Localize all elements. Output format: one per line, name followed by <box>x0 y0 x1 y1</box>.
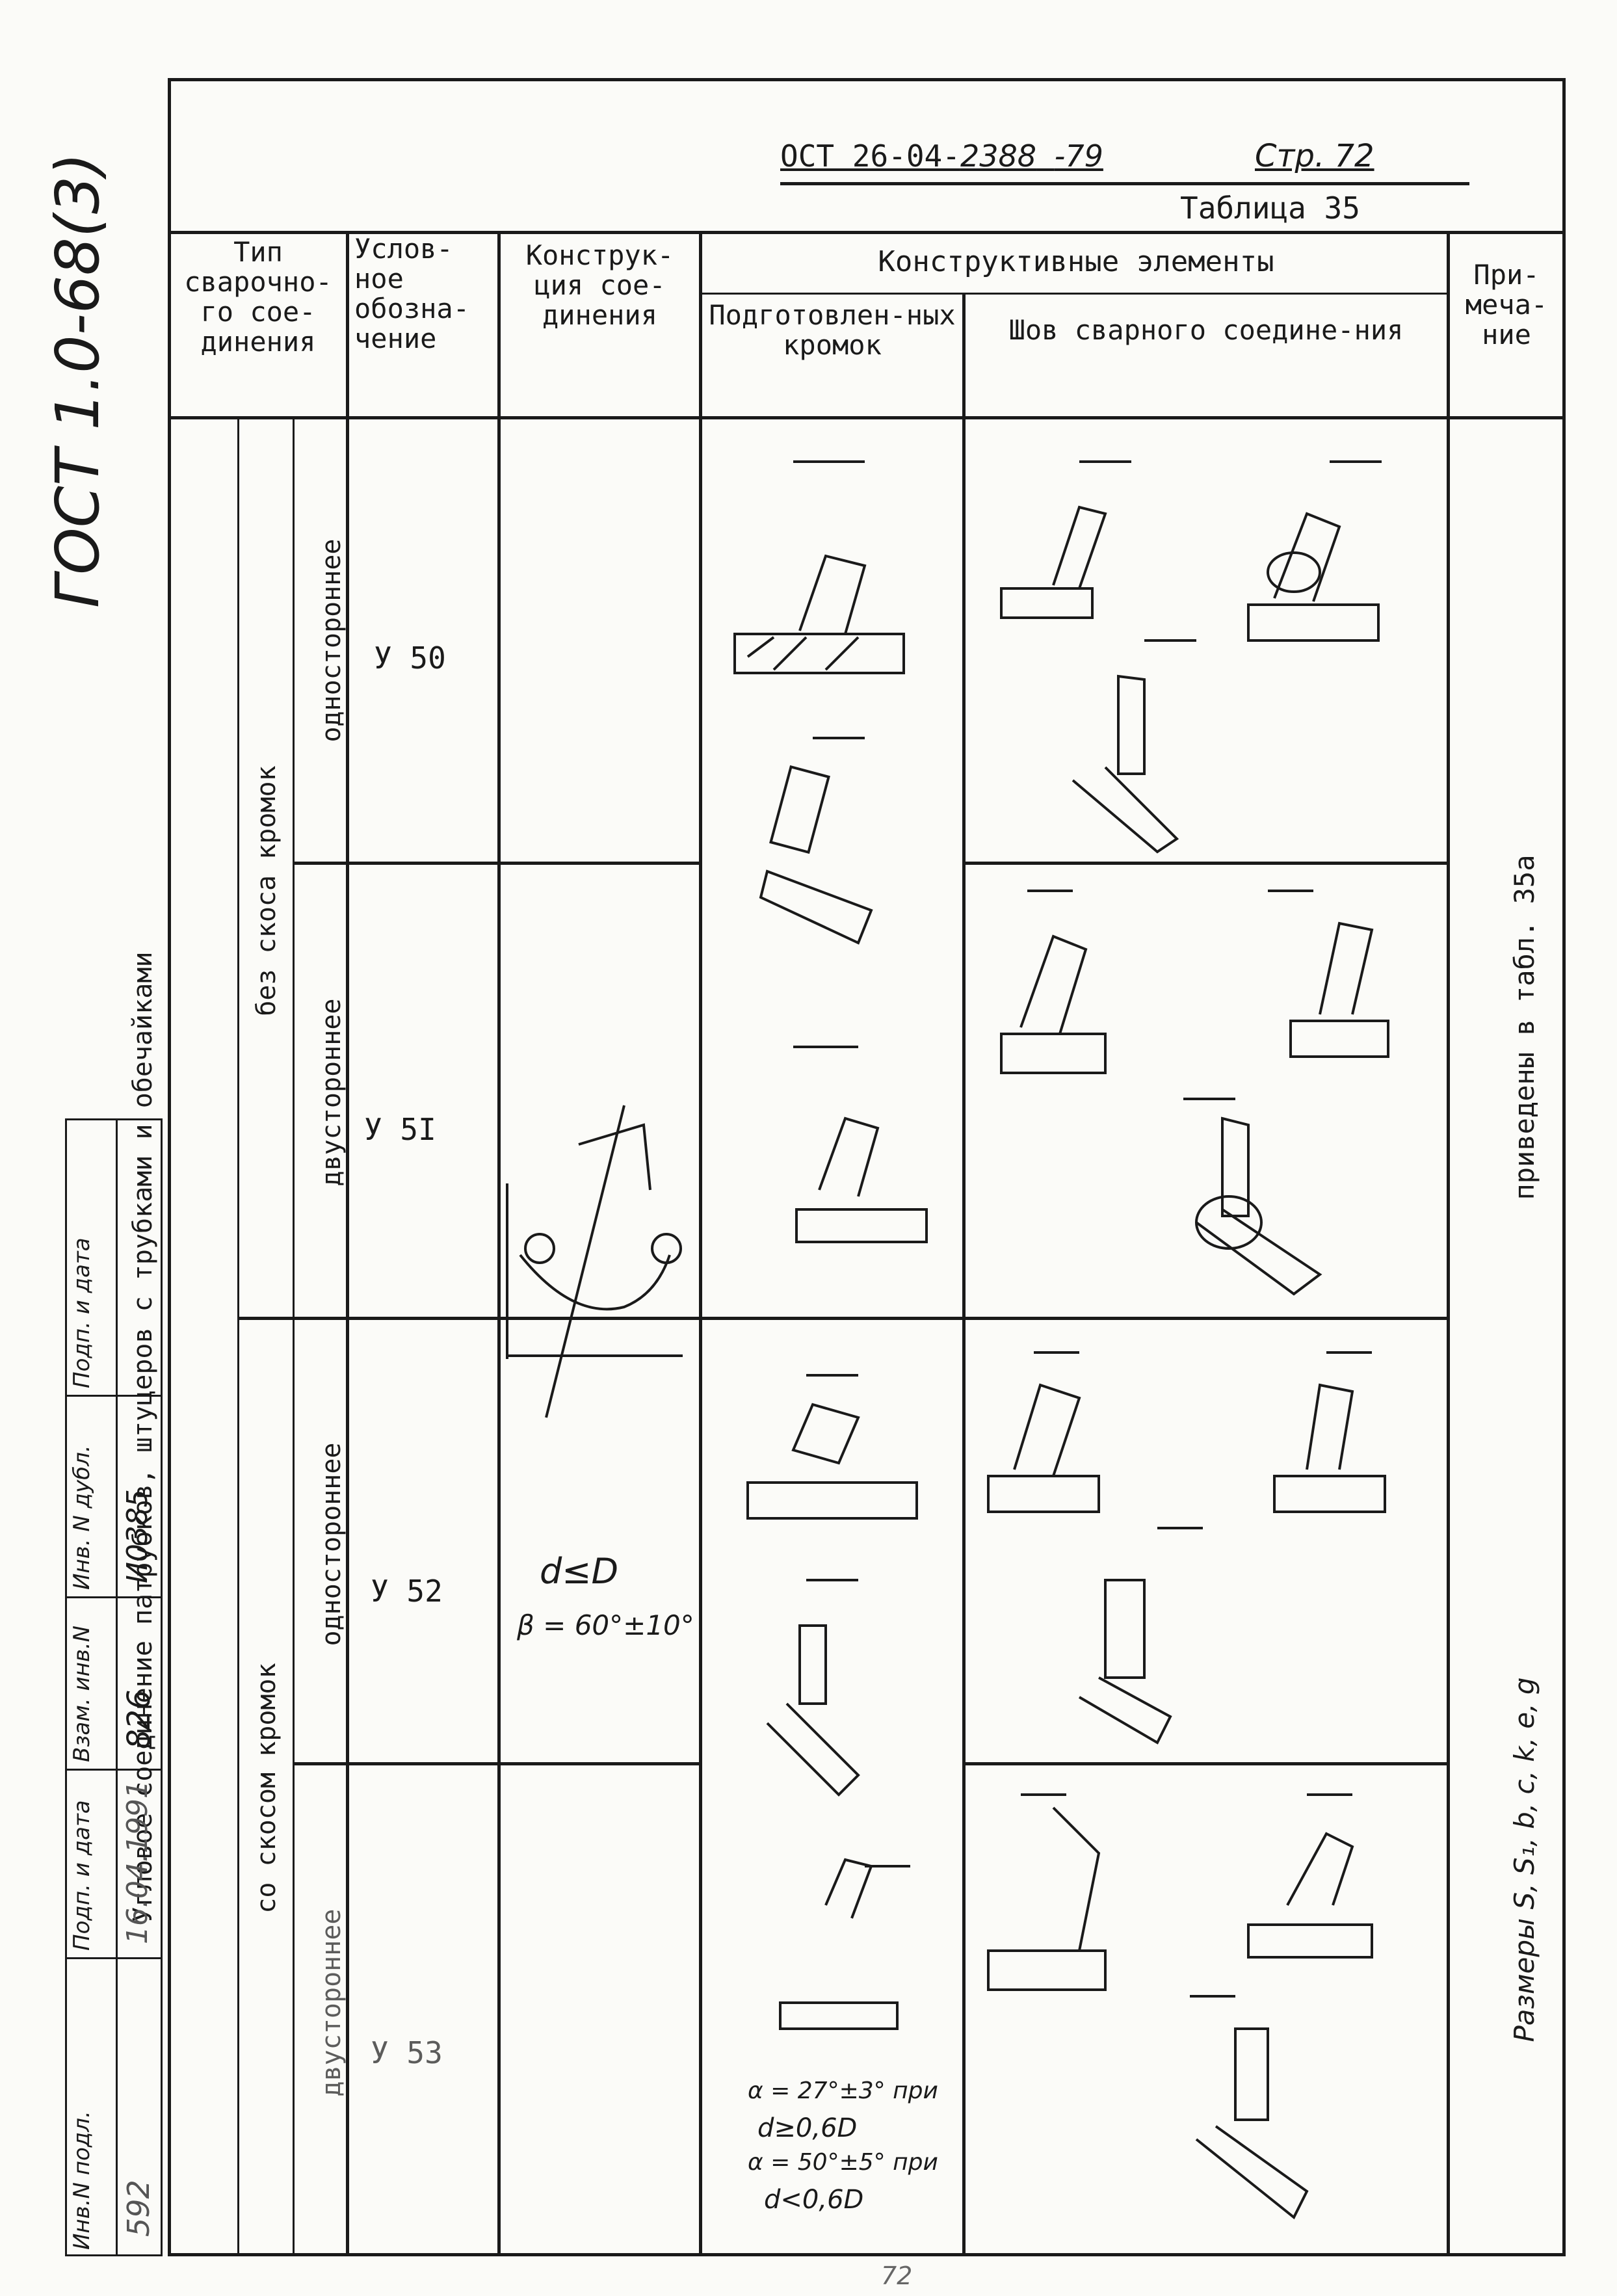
row3-code: У 52 <box>371 1574 443 1609</box>
stamp-label-2: Подп. и дата <box>69 1800 95 1951</box>
col-type-label: Тип сварочно-го сое-динения <box>184 236 332 358</box>
table-number: Таблица 35 <box>1180 191 1360 226</box>
row4-code: У 53 <box>371 2035 443 2070</box>
row4-side: двустороннее <box>317 1908 347 2097</box>
stamp-col-sep <box>116 1118 118 2256</box>
row1-side: одностороннее <box>317 538 347 743</box>
design-condition: d≤D <box>540 1551 619 1592</box>
col-type-header: Тип сварочно-го сое-динения <box>170 237 346 357</box>
stamp-value-3: 826 <box>121 1689 157 1749</box>
col-edges-header: Подготовлен-ных кромок <box>705 300 959 360</box>
stamp-block <box>65 1118 163 2256</box>
header-bottom-line <box>168 416 1566 419</box>
stamp-sep-4 <box>65 1957 163 1959</box>
col-symbol-label: Услов-ное обозна-чение <box>354 233 470 354</box>
col-elements-header: Конструктивные элементы <box>878 245 1274 278</box>
row1-code: У 50 <box>374 640 446 676</box>
standard-year: -79 <box>1054 139 1103 174</box>
col-sep-2 <box>497 231 501 2256</box>
page-frame <box>168 78 1566 2256</box>
group-no-bevel: без скоса кромок <box>252 765 282 1016</box>
stamp-label-5: Подп. и дата <box>69 1237 95 1388</box>
row-sep-3b <box>962 1762 1450 1765</box>
standard-number: 2388 <box>960 139 1037 174</box>
edge-alpha2: α = 50°±5° при <box>748 2149 938 2176</box>
row2-code: У 5I <box>364 1112 436 1147</box>
group-with-bevel: со скосом кромок <box>252 1663 282 1914</box>
row-sep-3a <box>293 1762 702 1765</box>
stamp-sep-3 <box>65 1769 163 1771</box>
stamp-value-2: 16.04.1991 <box>121 1780 154 1944</box>
edge-cond2: d<0,6D <box>764 2185 864 2215</box>
stamp-sep-1 <box>65 1395 163 1397</box>
note-bottom: Размеры S, S₁, b, c, k, e, g <box>1508 1677 1540 2042</box>
row-sep-1a <box>293 862 702 865</box>
gost-code: ГОСТ 1.0-68(3) <box>43 152 112 608</box>
stamp-label-3: Взам. инв.N <box>69 1625 95 1762</box>
standard-prefix: ОСТ 26-04- <box>780 139 960 174</box>
row3-side: одностороннее <box>317 1442 347 1646</box>
col-seam-label: Шов сварного соедине-ния <box>1008 314 1404 346</box>
row-sep-2 <box>237 1317 1450 1320</box>
design-beta: β = 60°±10° <box>517 1609 694 1641</box>
col-sep-3 <box>699 231 702 2256</box>
table-top-line <box>168 231 1566 234</box>
col-seam-header: Шов сварного соедине-ния <box>969 315 1443 345</box>
type-sep-b <box>293 416 295 2256</box>
row-sep-1b <box>962 862 1450 865</box>
col-sep-5 <box>1447 231 1450 2256</box>
col-design-label: Конструк-ция сое-динения <box>525 239 674 331</box>
stamp-value-1: 592 <box>121 2180 156 2237</box>
stamp-label-4: Инв. N дубл. <box>69 1445 95 1590</box>
col-edges-label: Подготовлен-ных кромок <box>709 299 956 361</box>
stamp-label-1: Инв.N подл. <box>69 2111 95 2250</box>
edge-alpha1: α = 27°±3° при <box>748 2078 938 2104</box>
col-sep-1 <box>346 231 349 2256</box>
stamp-value-4: И0385 <box>121 1489 154 1583</box>
col-note-label: При-меча-ние <box>1465 259 1548 350</box>
type-sep-a <box>237 416 239 2256</box>
elements-subline <box>699 293 1447 295</box>
page-number: 72 <box>881 2262 913 2290</box>
col-symbol-header: Услов-ное обозна-чение <box>354 234 494 354</box>
col-design-header: Конструк-ция сое-динения <box>504 241 696 330</box>
note-top: приведены в табл. 35а <box>1508 854 1540 1200</box>
col-sep-4 <box>962 293 966 2256</box>
stamp-sep-2 <box>65 1596 163 1598</box>
edge-cond1: d≥0,6D <box>757 2113 858 2143</box>
row2-side: двустороннее <box>317 998 347 1187</box>
col-note-header: При-меча-ние <box>1451 260 1562 350</box>
doc-standard: ОСТ 26-04-2388 -79 <box>780 140 1103 172</box>
page-ref: Стр. 72 <box>1255 138 1374 174</box>
header-underline <box>780 182 1469 185</box>
